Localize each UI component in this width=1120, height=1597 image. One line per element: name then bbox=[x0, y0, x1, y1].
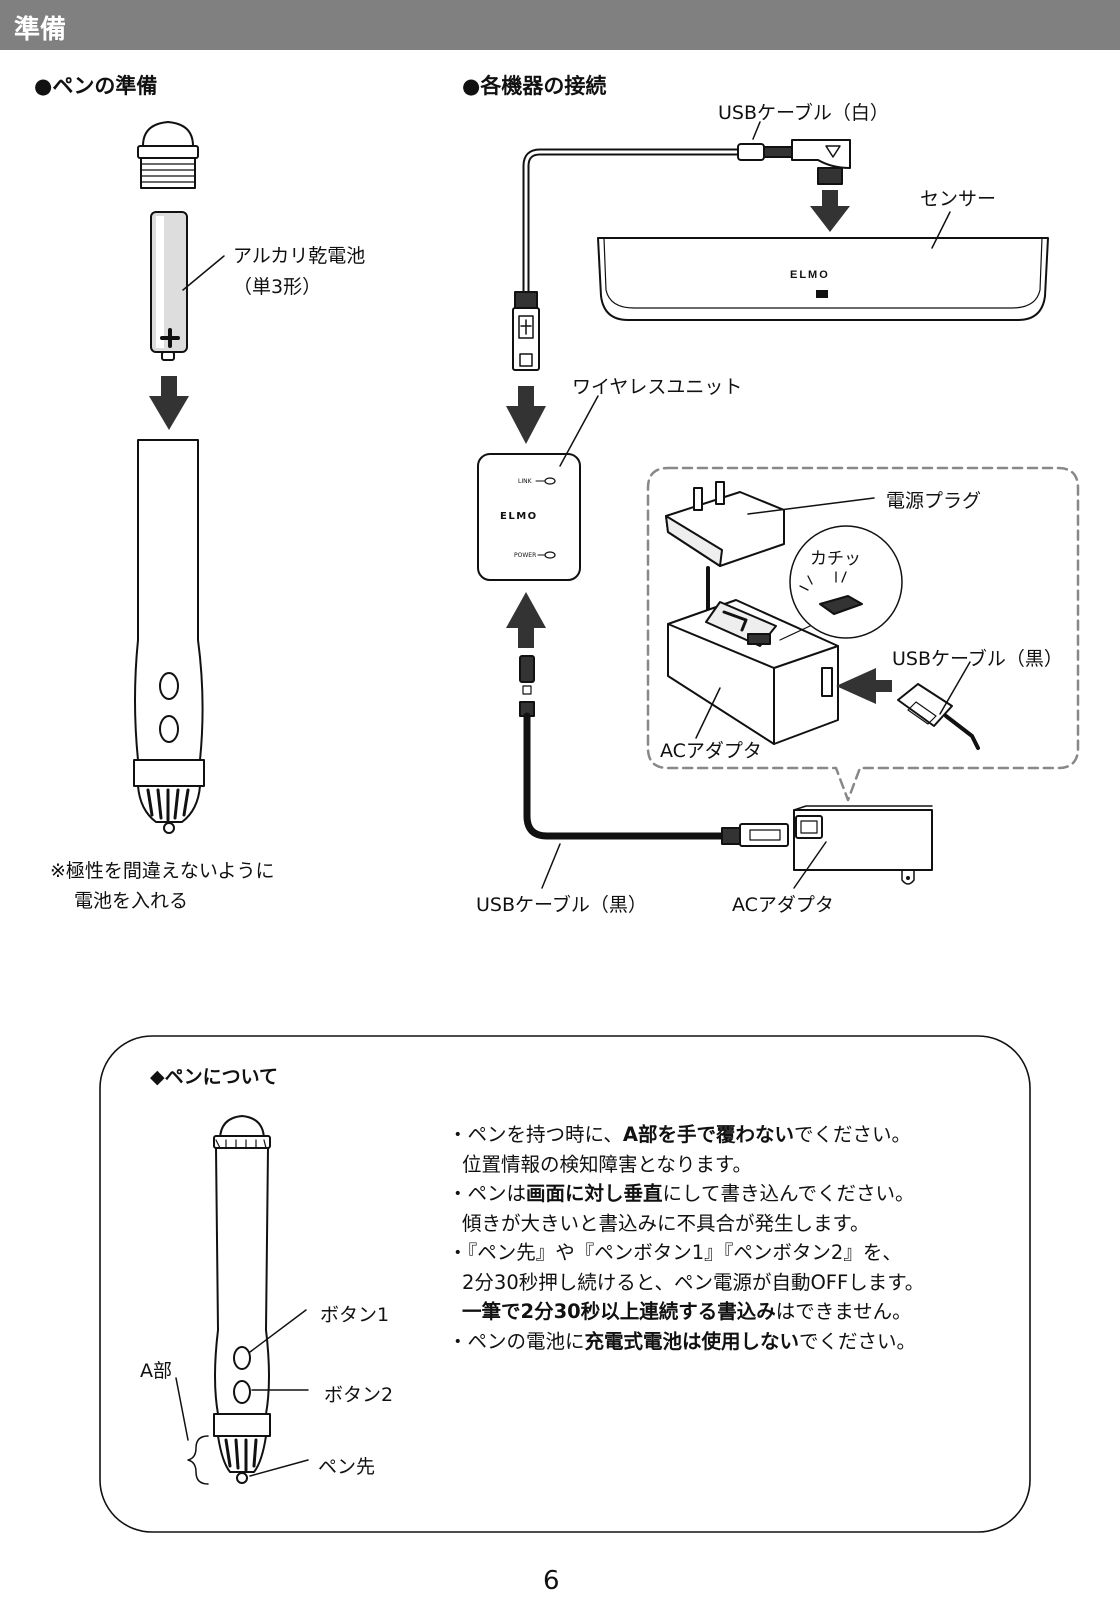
ac-adapter-label: ACアダプタ bbox=[732, 894, 834, 916]
button1-leader bbox=[249, 1309, 307, 1353]
part-a-leader bbox=[175, 1377, 189, 1441]
battery-size-label: （単3形） bbox=[233, 276, 322, 298]
ac-adapter-inset-label: ACアダプタ bbox=[660, 740, 762, 762]
pen-body-illustration bbox=[133, 439, 205, 834]
note-line-7: 一筆で2分30秒以上連続する書込みはできません。 bbox=[462, 1300, 912, 1323]
pen-prep-heading: ●ペンの準備 bbox=[34, 74, 158, 98]
inset-detail bbox=[646, 466, 1080, 802]
sensor-label: センサー bbox=[920, 188, 997, 210]
note-line-2: 位置情報の検知障害となります。 bbox=[462, 1152, 752, 1176]
click-label: カチッ bbox=[810, 549, 861, 569]
button2-label: ボタン2 bbox=[324, 1384, 394, 1406]
usb-white-label: USBケーブル（白） bbox=[718, 102, 889, 124]
battery-label: アルカリ乾電池 bbox=[233, 245, 366, 267]
note-line-1: ・ペンを持つ時に、A部を手で覆わないでください。 bbox=[448, 1123, 912, 1146]
adapter-inset-leader bbox=[695, 687, 721, 739]
connection-heading: ●各機器の接続 bbox=[462, 74, 607, 98]
section-title: 準備 bbox=[14, 15, 67, 45]
plug-leader-line bbox=[747, 497, 875, 515]
polarity-note-2: 電池を入れる bbox=[74, 890, 189, 912]
section-header: 準備 bbox=[0, 0, 1120, 50]
polarity-note: ※極性を間違えないように bbox=[50, 860, 275, 882]
note-line-8: ・ペンの電池に充電式電池は使用しないでください。 bbox=[448, 1329, 917, 1353]
button1-label: ボタン1 bbox=[320, 1304, 390, 1326]
pen-notes: ・ペンを持つ時に、A部を手で覆わないでください。 位置情報の検知障害となります。… bbox=[448, 1120, 924, 1356]
arrow-up-icon bbox=[506, 592, 546, 648]
note-line-6: 2分30秒押し続けると、ペン電源が自動OFFします。 bbox=[462, 1270, 925, 1294]
pen-info-box bbox=[99, 1035, 1031, 1533]
usb-black-inset-leader bbox=[939, 661, 971, 715]
wireless-unit-label: ワイヤレスユニット bbox=[572, 376, 743, 398]
wireless-leader-line bbox=[559, 395, 599, 467]
sensor-logo: ELMO bbox=[790, 269, 830, 281]
part-a-bracket bbox=[187, 1435, 209, 1485]
ac-adapter-leader-line bbox=[793, 841, 827, 889]
battery-illustration bbox=[150, 211, 188, 361]
unit-link-label: LINK bbox=[518, 478, 533, 485]
part-a-label: A部 bbox=[140, 1360, 172, 1382]
usb-black-leader-line bbox=[541, 843, 561, 889]
arrow-down-icon bbox=[149, 376, 189, 430]
pen-about-heading: ◆ペンについて bbox=[150, 1066, 279, 1088]
sensor-leader-line bbox=[931, 211, 951, 249]
usb-black-inset-label: USBケーブル（黒） bbox=[892, 648, 1063, 670]
usb-white-cable bbox=[512, 139, 851, 371]
note-line-4: 傾きが大きいと書込みに不具合が発生します。 bbox=[462, 1211, 870, 1235]
note-line-3: ・ペンは画面に対し垂直にして書き込んでください。 bbox=[448, 1182, 915, 1205]
unit-power-label: POWER bbox=[514, 552, 536, 559]
pen-cap-illustration bbox=[137, 121, 199, 189]
pen-side-illustration bbox=[213, 1115, 271, 1484]
pen-tip-label: ペン先 bbox=[318, 1456, 376, 1478]
note-line-5: ・『ペン先』や『ペンボタン1』『ペンボタン2』を、 bbox=[448, 1241, 902, 1264]
wireless-unit-illustration: LINK ELMO POWER bbox=[477, 453, 581, 581]
pen-tip-leader bbox=[249, 1459, 309, 1477]
unit-logo: ELMO bbox=[500, 511, 538, 522]
usb-black-label: USBケーブル（黒） bbox=[476, 894, 647, 916]
arrow-down-icon bbox=[810, 190, 850, 232]
page-number: 6 bbox=[543, 1566, 560, 1596]
sensor-illustration: ELMO bbox=[597, 237, 1049, 321]
arrow-down-icon bbox=[506, 386, 546, 444]
power-plug-label: 電源プラグ bbox=[886, 490, 982, 512]
battery-leader-line bbox=[182, 255, 225, 291]
ac-adapter-illustration bbox=[793, 805, 933, 885]
usb-black-cable bbox=[519, 655, 789, 847]
usb-white-leader-line bbox=[752, 121, 761, 140]
